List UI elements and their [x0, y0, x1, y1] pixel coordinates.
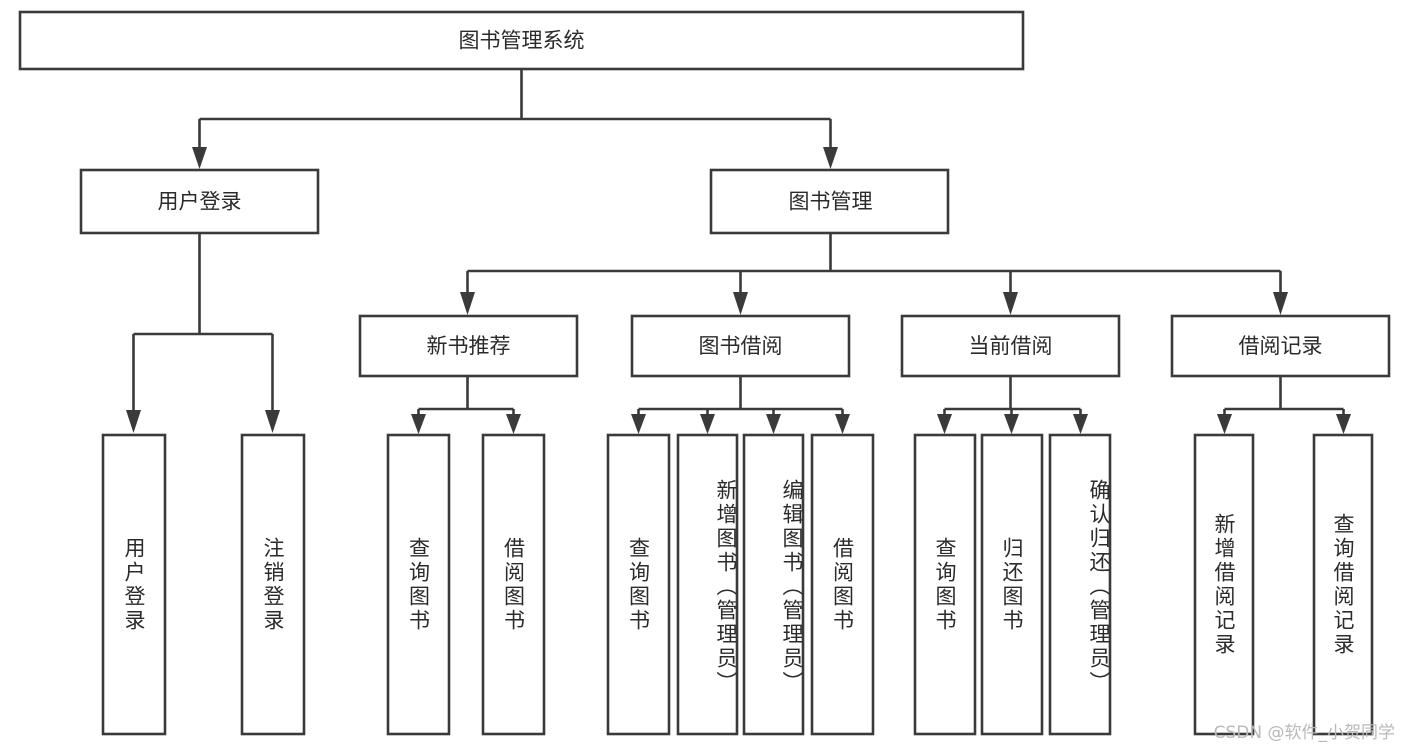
- arrow-head-borrow-record: [1273, 292, 1288, 315]
- node-new-book-recommend[interactable]: [358, 314, 579, 378]
- arrow-head-bb-lend: [835, 414, 850, 434]
- leaf-box-logout[interactable]: [240, 433, 306, 736]
- leaf-box-nb-borrow-book[interactable]: [481, 433, 546, 736]
- leaf-box-cb-query-book[interactable]: [913, 433, 977, 736]
- node-borrow-record-label: 借阅记录: [1239, 334, 1323, 358]
- arrow-head-cb-query: [937, 414, 952, 434]
- node-root[interactable]: [18, 10, 1025, 71]
- arrow-head-bb-edit: [766, 414, 781, 434]
- node-root-label: 图书管理系统: [459, 29, 585, 53]
- horizontal-label-layer: 图书管理系统 用户登录 图书管理 新书推荐 图书借阅 当前借阅 借阅记录: [158, 29, 1323, 359]
- node-book-management[interactable]: [709, 168, 950, 235]
- node-box-layer: [18, 10, 1391, 736]
- arrow-head-br-query: [1336, 414, 1351, 434]
- node-book-borrow[interactable]: [630, 314, 851, 378]
- arrow-head-book-borrow: [733, 292, 748, 315]
- leaf-box-br-query-record[interactable]: [1312, 433, 1374, 736]
- arrow-head-user-login: [192, 147, 207, 169]
- csdn-watermark: CSDN @软件_小贺同学: [1213, 723, 1395, 743]
- arrow-head-br-add: [1217, 414, 1232, 434]
- arrow-head-new-book: [460, 292, 475, 315]
- arrow-head-bb-query: [631, 414, 646, 434]
- leaf-box-br-add-record[interactable]: [1193, 433, 1255, 736]
- node-user-login-label: 用户登录: [158, 190, 242, 214]
- node-borrow-record[interactable]: [1170, 314, 1391, 378]
- node-book-borrow-label: 图书借阅: [699, 334, 783, 358]
- leaf-box-bb-query-book[interactable]: [606, 433, 671, 736]
- leaf-box-bb-edit-book[interactable]: [742, 433, 805, 736]
- leaf-box-bb-add-book[interactable]: [676, 433, 739, 736]
- arrow-head-nb-borrow: [506, 414, 521, 434]
- arrow-head-leaf-logout: [265, 410, 280, 433]
- arrow-head-cb-return: [1004, 414, 1019, 434]
- node-current-borrow-label: 当前借阅: [969, 334, 1053, 358]
- arrow-head-current-borrow: [1003, 292, 1018, 315]
- arrow-head-leaf-user-login: [126, 410, 141, 433]
- arrow-head-nb-query: [411, 414, 426, 434]
- leaf-box-cb-return-book[interactable]: [980, 433, 1044, 736]
- node-new-book-recommend-label: 新书推荐: [427, 334, 511, 358]
- leaf-box-user-login[interactable]: [101, 433, 167, 736]
- arrow-head-cb-confirm: [1073, 414, 1088, 434]
- node-book-management-label: 图书管理: [789, 190, 873, 214]
- leaf-box-nb-query-book[interactable]: [386, 433, 451, 736]
- leaf-box-cb-confirm-return[interactable]: [1048, 433, 1112, 736]
- arrow-head-bb-add: [700, 414, 715, 434]
- node-user-login[interactable]: [79, 168, 320, 235]
- connector-layer: [126, 69, 1351, 434]
- arrow-head-book-mgmt: [823, 147, 838, 169]
- node-current-borrow[interactable]: [900, 314, 1121, 378]
- leaf-box-bb-lend-book[interactable]: [810, 433, 875, 736]
